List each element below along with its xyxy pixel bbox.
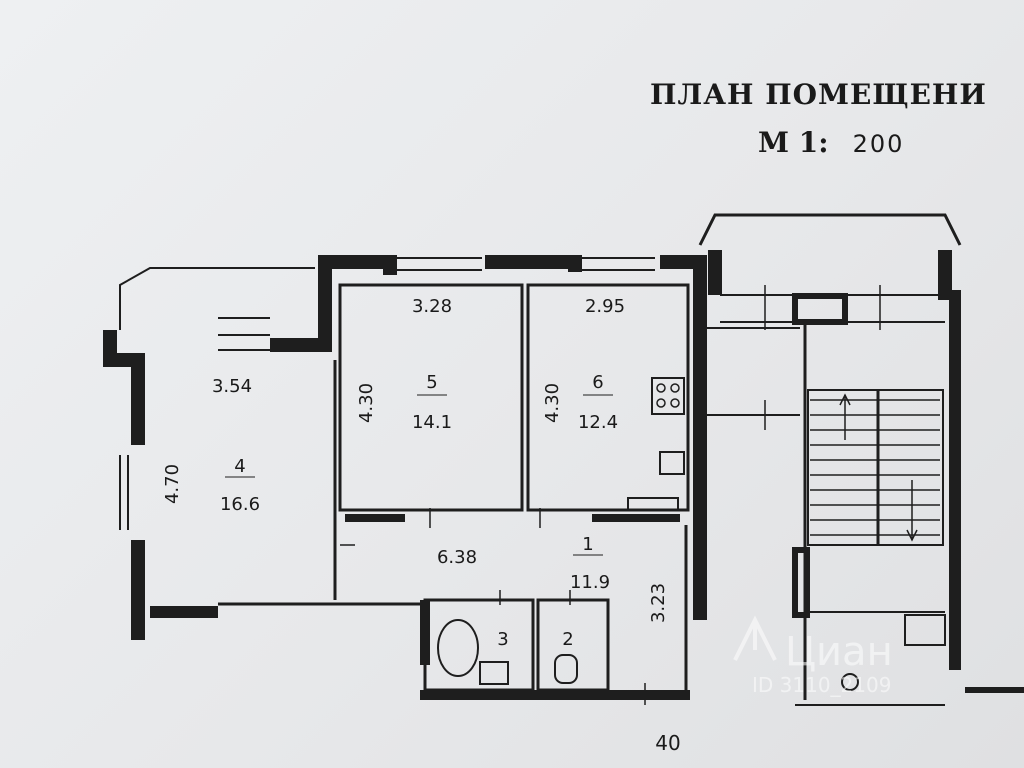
dim-hall-width: 6.38 [437, 547, 477, 568]
kitchen-sink [659, 451, 685, 475]
room6-outline [526, 283, 690, 512]
watermark-brand: Циан [785, 629, 893, 675]
sink-bath [479, 661, 509, 685]
scale-label: М 1: [758, 126, 829, 159]
toilet [554, 654, 578, 684]
room1-area: 11.9 [570, 572, 610, 593]
outer-wall-top-2 [270, 255, 397, 352]
dim-room5-width: 3.28 [412, 296, 452, 317]
dim-room6-height: 4.30 [542, 383, 563, 423]
dim-room4-height: 4.70 [162, 464, 183, 504]
outer-wall-top-4 [660, 255, 707, 620]
dimension-labels: 3.54 4.70 3.28 4.30 2.95 4.30 6.38 3.23 … [162, 296, 681, 755]
plan-title: ПЛАН ПОМЕЩЕНИ [650, 78, 987, 111]
stove [651, 377, 685, 415]
room5-area: 14.1 [412, 412, 452, 433]
dim-room6-width: 2.95 [585, 296, 625, 317]
windows [119, 257, 655, 530]
dim-room4-width: 3.54 [212, 376, 252, 397]
stair-treads [810, 399, 940, 536]
cian-logo-icon [733, 615, 777, 661]
stair-block [807, 389, 944, 546]
elevator-block [792, 547, 810, 618]
scale-line: М 1: 200 [758, 126, 904, 159]
scale-value: 200 [852, 130, 905, 158]
room1-number: 1 [582, 534, 593, 555]
outer-wall-top-3 [485, 255, 582, 272]
right-window-block [792, 293, 848, 325]
room5-outline [338, 283, 524, 512]
dim-hall-height: 3.23 [648, 583, 669, 623]
kitchen-counter [627, 497, 679, 511]
watermark-id: ID 3110_2109 [752, 673, 891, 697]
room6-area: 12.4 [578, 412, 618, 433]
watermark: Циан ID 3110_2109 [733, 615, 893, 697]
room5-number: 5 [426, 372, 437, 393]
room4-number: 4 [234, 456, 245, 477]
dim-room5-height: 4.30 [356, 383, 377, 423]
bathtub [437, 619, 479, 677]
dimension-ticks [340, 285, 881, 705]
lower-right-box [904, 614, 946, 646]
footer-number: 40 [655, 731, 680, 755]
stair-arrows [839, 393, 918, 542]
room4-area: 16.6 [220, 494, 260, 515]
room3-number: 3 [497, 629, 508, 650]
room2-number: 2 [562, 629, 573, 650]
room6-number: 6 [592, 372, 603, 393]
lower-right-circle [841, 673, 859, 691]
right-balcony [698, 213, 962, 246]
outer-wall-top [103, 330, 145, 445]
room-labels: 4 16.6 5 14.1 6 12.4 1 11.9 3 2 [220, 372, 618, 650]
balcony-outline [119, 267, 315, 330]
